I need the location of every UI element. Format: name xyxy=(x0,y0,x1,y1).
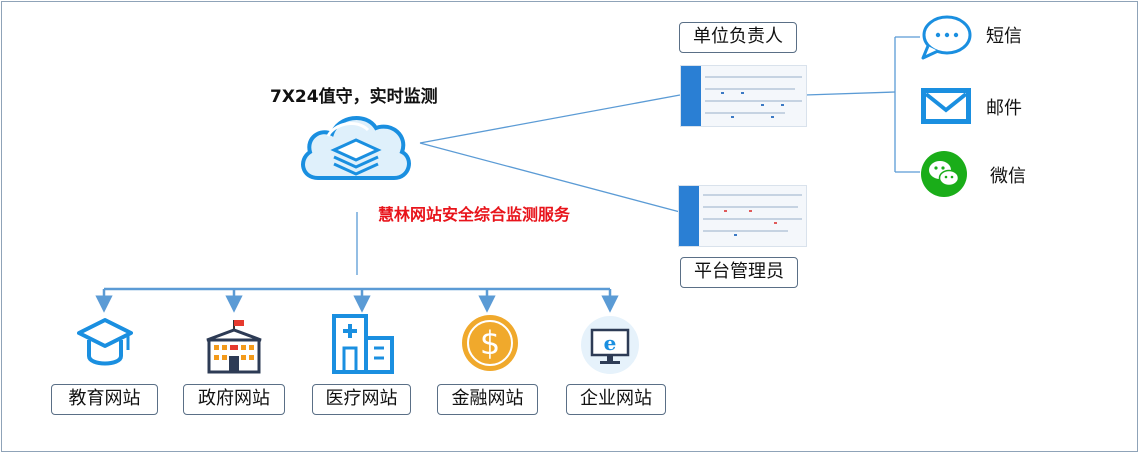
dashboard-thumbnail-admin xyxy=(678,185,807,247)
monitor-title: 7X24值守，实时监测 xyxy=(270,87,438,107)
graduation-cap-icon xyxy=(77,318,133,366)
government-building-icon xyxy=(206,320,262,374)
site-education-label: 教育网站 xyxy=(51,384,158,415)
wechat-icon xyxy=(921,151,967,197)
svg-text:$: $ xyxy=(480,324,500,362)
role-responsible: 单位负责人 xyxy=(679,22,797,53)
cloud-layers-icon xyxy=(301,115,411,180)
site-enterprise-label: 企业网站 xyxy=(566,384,666,415)
email-envelope-icon xyxy=(921,88,971,124)
site-finance-label: 金融网站 xyxy=(437,384,538,415)
site-government-label: 政府网站 xyxy=(183,384,285,415)
sms-bubble-icon xyxy=(921,15,972,60)
hospital-icon xyxy=(332,314,394,374)
service-name: 慧林网站安全综合监测服务 xyxy=(378,205,571,224)
channel-wechat-label: 微信 xyxy=(990,166,1026,187)
channel-email-label: 邮件 xyxy=(986,98,1022,119)
channel-sms-label: 短信 xyxy=(986,26,1022,47)
line-to-responsible xyxy=(419,94,681,144)
role-admin: 平台管理员 xyxy=(680,257,798,288)
dollar-coin-icon: $ xyxy=(462,315,518,371)
line-to-admin xyxy=(419,142,681,213)
site-medical-label: 医疗网站 xyxy=(312,384,411,415)
dashboard-thumbnail-responsible xyxy=(680,65,807,127)
svg-text:e: e xyxy=(604,331,617,355)
ie-monitor-icon: e xyxy=(581,316,639,374)
